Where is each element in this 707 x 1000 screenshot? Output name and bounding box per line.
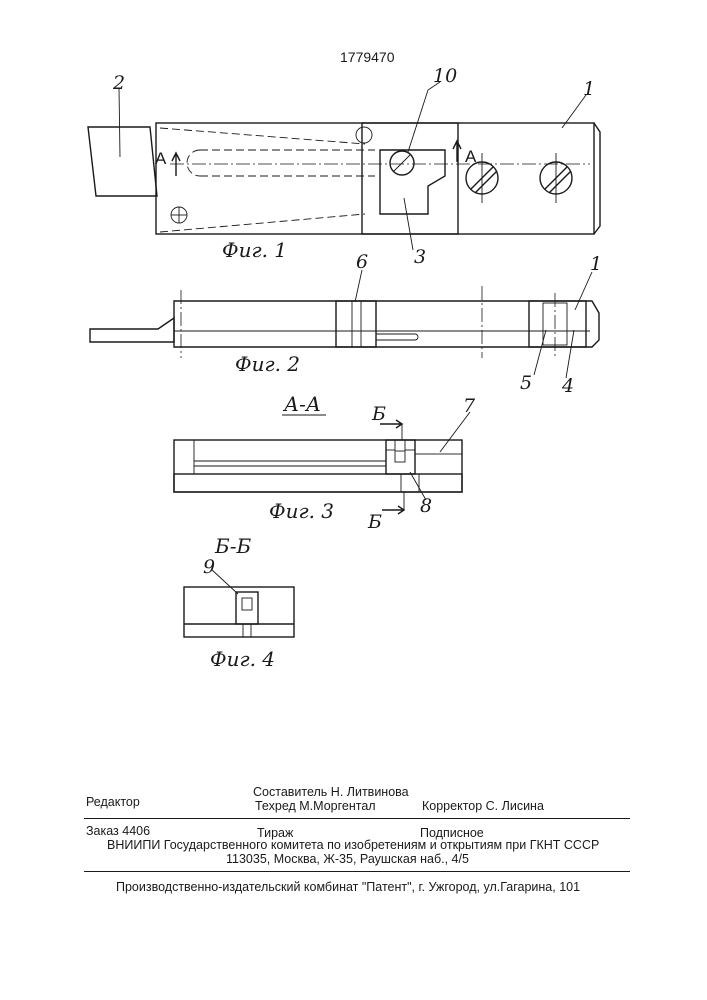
section-b-top: Б <box>371 403 386 425</box>
tech-editor-line: Техред М.Моргентал <box>255 799 376 813</box>
fig1-caption: Фиг. 1 <box>222 238 287 262</box>
callout-4: 4 <box>561 375 574 397</box>
vniipi-line: ВНИИПИ Государственного комитета по изоб… <box>107 838 599 852</box>
fig3-title: А-А <box>282 392 321 416</box>
fig3-caption: Фиг. 3 <box>269 499 334 523</box>
section-a-right: А <box>465 147 477 166</box>
patent-number: 1779470 <box>340 49 395 65</box>
slot-cavity <box>380 150 445 214</box>
figure-3: А-А Б Б 7 8 Фиг. 3 <box>174 392 476 533</box>
editor-label: Редактор <box>86 795 140 809</box>
blade-profile <box>90 318 174 342</box>
figure-1: А А 2 1 10 3 Фиг. 1 <box>88 65 600 268</box>
corrector-line: Корректор С. Лисина <box>422 799 544 813</box>
blade-shape <box>88 127 157 196</box>
figure-2: 6 1 5 4 Фиг. 2 <box>90 251 602 397</box>
callout-9: 9 <box>203 556 215 578</box>
compiler-line: Составитель Н. Литвинова <box>253 785 409 799</box>
publisher-line: Производственно-издательский комбинат "П… <box>116 880 580 894</box>
hidden-channel <box>187 150 375 176</box>
divider-bottom <box>84 871 630 872</box>
callout-3: 3 <box>414 246 426 268</box>
order-number: Заказ 4406 <box>86 824 150 838</box>
figure-4: Б-Б 9 Фиг. 4 <box>184 534 294 671</box>
holder-end-chamfer <box>594 123 600 234</box>
address-line: 113035, Москва, Ж-35, Раушская наб., 4/5 <box>226 852 469 866</box>
fig4-caption: Фиг. 4 <box>210 647 275 671</box>
callout-10: 10 <box>433 65 457 87</box>
fig4-title: Б-Б <box>214 534 251 558</box>
fig2-caption: Фиг. 2 <box>235 352 300 376</box>
taper-lines <box>160 128 365 232</box>
section-hatched-zone <box>362 123 458 234</box>
section-4-5 <box>529 301 586 347</box>
section-b-bottom: Б <box>367 511 382 533</box>
callout-6: 6 <box>356 251 368 273</box>
section-6 <box>336 301 376 347</box>
holder-body <box>156 123 594 234</box>
callout-5: 5 <box>520 372 532 394</box>
section-a-left: А <box>155 149 167 168</box>
callout-8: 8 <box>420 495 432 517</box>
callout-7: 7 <box>463 395 476 417</box>
callout-1-fig1: 1 <box>583 78 595 100</box>
callout-2: 2 <box>112 72 125 94</box>
callout-1-fig2: 1 <box>590 253 602 275</box>
section-bb-body <box>184 587 294 637</box>
technical-drawing: 1779470 А <box>0 0 707 760</box>
divider-top <box>84 818 630 819</box>
